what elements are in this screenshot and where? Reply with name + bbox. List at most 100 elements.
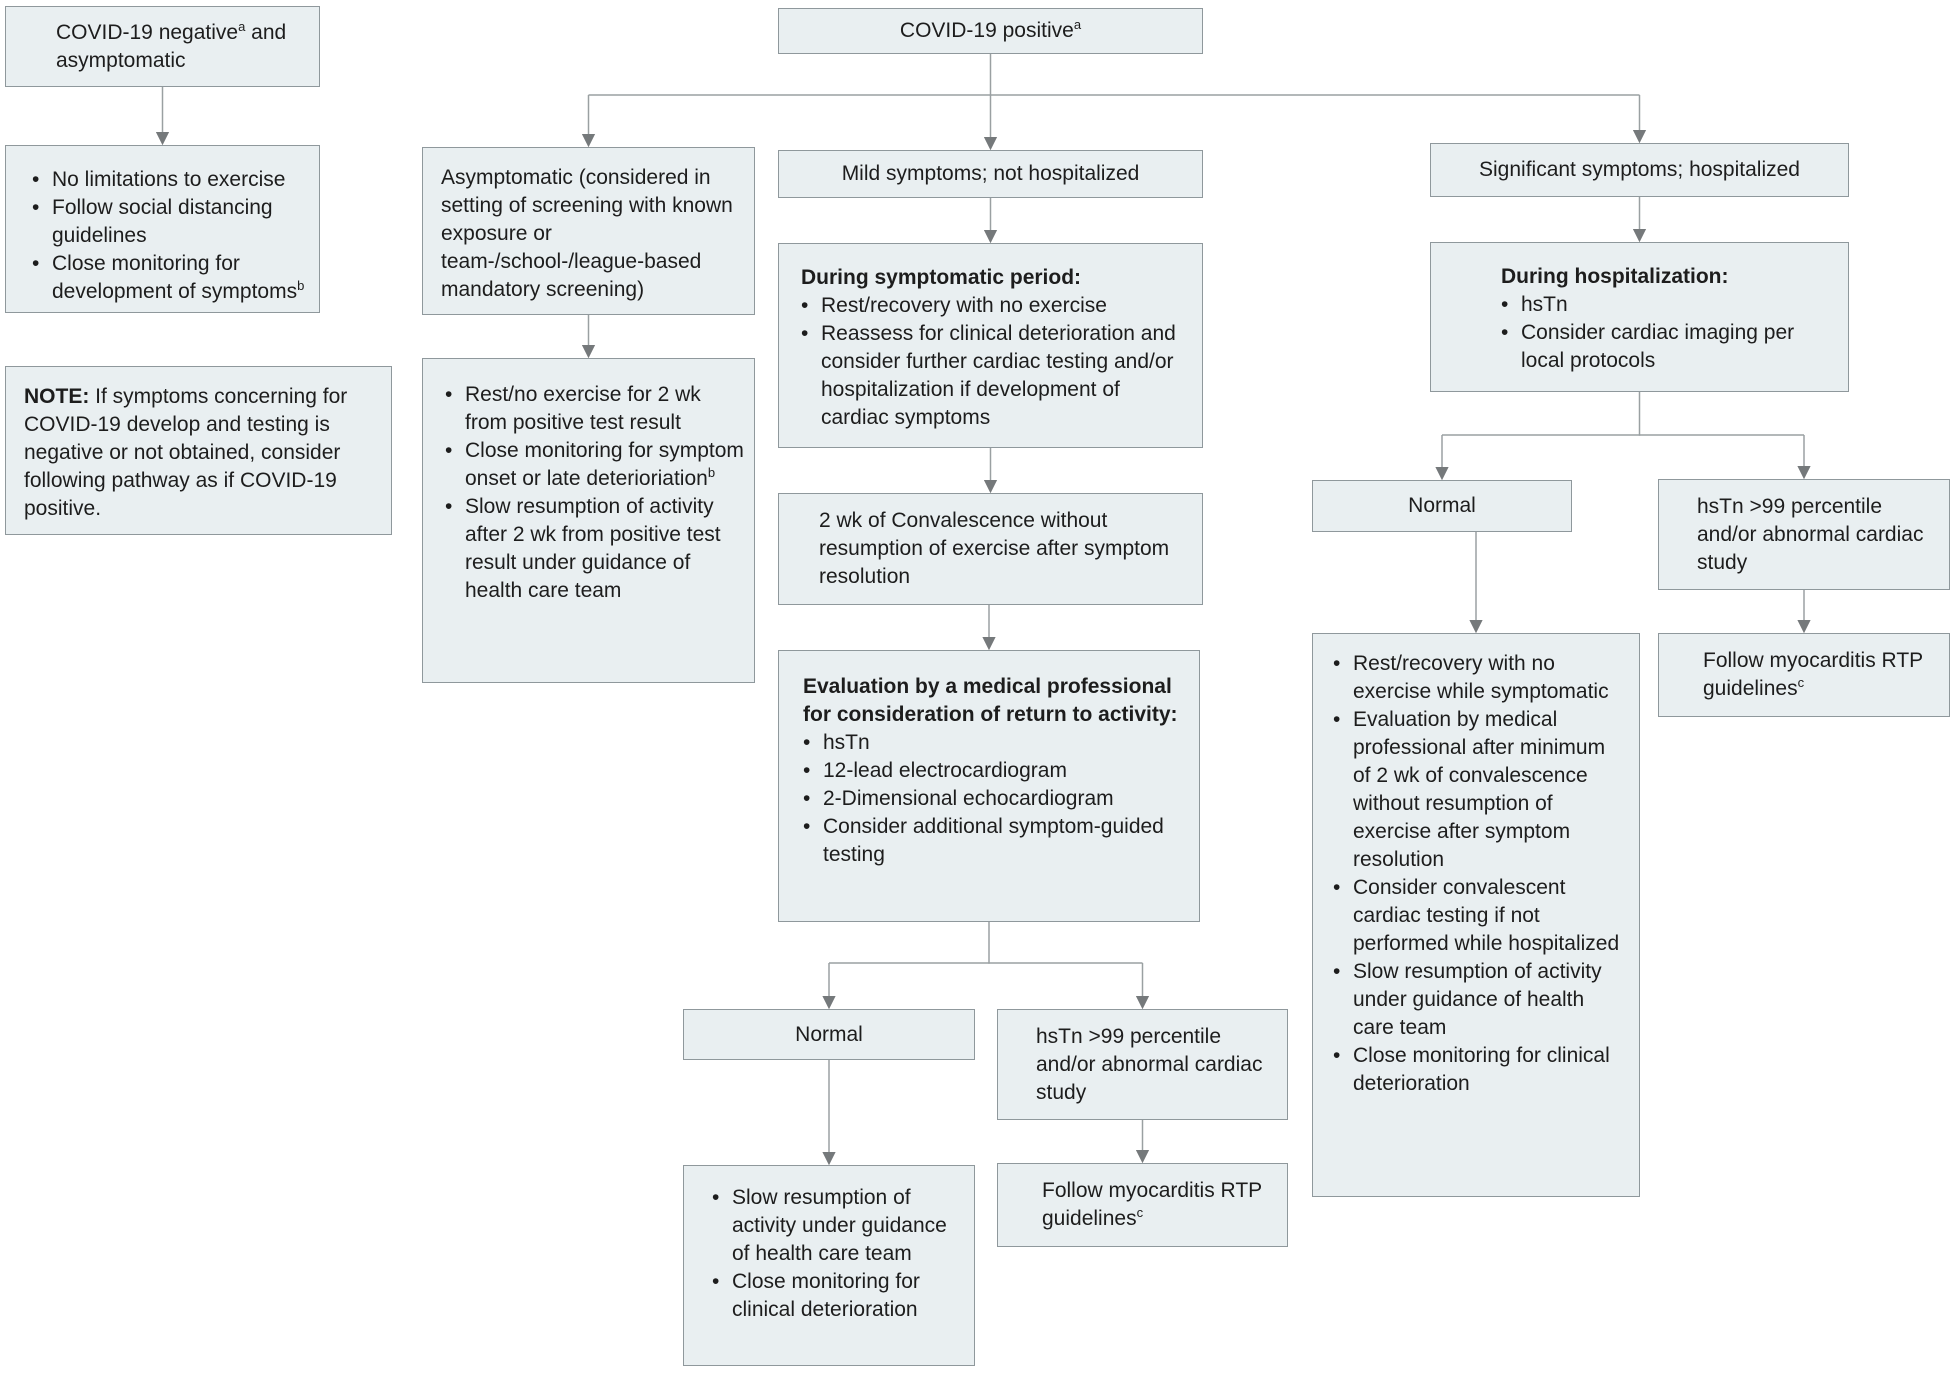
- text-run: Slow resumption of activity after 2 wk f…: [465, 495, 721, 602]
- significant-symptoms-header: Significant symptoms; hospitalized: [1430, 143, 1849, 197]
- evaluation-medical-professional: Evaluation by a medical professional for…: [778, 650, 1200, 922]
- bullet-text: hsTn: [823, 729, 1187, 757]
- text-run: b: [297, 278, 305, 293]
- bullet-text: Consider cardiac imaging per local proto…: [1521, 319, 1836, 375]
- bullet-item: •Rest/recovery with no exercise while sy…: [1333, 650, 1625, 706]
- normal-right: Normal: [1312, 480, 1572, 532]
- text-run: hsTn >99 percentile and/or abnormal card…: [1036, 1024, 1263, 1104]
- bullet-text: Rest/no exercise for 2 wk from positive …: [465, 381, 746, 437]
- text-run: c: [1136, 1205, 1144, 1220]
- text-run: During hospitalization:: [1501, 265, 1729, 288]
- text-run: Slow resumption of activity under guidan…: [1353, 960, 1602, 1039]
- bullet-glyph: •: [1333, 1044, 1341, 1067]
- bullet-text: Rest/recovery with no exercise: [821, 292, 1190, 320]
- significant-symptoms-header-text: Significant symptoms; hospitalized: [1479, 156, 1800, 184]
- text-run: Rest/recovery with no exercise while sym…: [1353, 652, 1609, 703]
- bullet-glyph: •: [445, 495, 453, 518]
- bullet-glyph: •: [712, 1270, 720, 1293]
- bullet-glyph: •: [801, 322, 809, 345]
- text-run: Close monitoring for clinical deteriorat…: [1353, 1044, 1610, 1095]
- bullet-text: Consider additional symptom-guided testi…: [823, 813, 1187, 869]
- text-run: Normal: [1408, 494, 1476, 517]
- normal-mid-text: Normal: [795, 1021, 863, 1049]
- text-run: No limitations to exercise: [52, 168, 286, 191]
- bullet-glyph: •: [445, 439, 453, 462]
- bullet-text: Consider convalescent cardiac testing if…: [1353, 874, 1625, 958]
- bullet-glyph: •: [1333, 960, 1341, 983]
- bullet-item: •Rest/recovery with no exercise: [801, 292, 1190, 320]
- bullet-item: • Close monitoring for clinical deteriora…: [712, 1268, 950, 1324]
- text-run: hsTn: [1521, 293, 1568, 316]
- negative-recommendations: •No limitations to exercise•Follow socia…: [5, 145, 320, 313]
- text-run: Asymptomatic (considered in setting of s…: [441, 166, 733, 301]
- covid-negative-header: COVID-19 negativea and asymptomatic: [5, 6, 320, 87]
- bullet-text: Close monitoring for development of symp…: [52, 250, 309, 306]
- text-run: Close monitoring for clinical deteriorat…: [732, 1270, 920, 1321]
- hstn-abnormal-right-text: hsTn >99 percentile and/or abnormal card…: [1697, 493, 1941, 577]
- bullet-item: • Reassess for clinical deterioration and…: [801, 320, 1190, 432]
- text-run: Consider additional symptom-guided testi…: [823, 815, 1164, 866]
- bullet-item: •Slow resumption of activity under guida…: [712, 1184, 950, 1268]
- text-run: Consider convalescent cardiac testing if…: [1353, 876, 1620, 955]
- bullet-text: Reassess for clinical deterioration and …: [821, 320, 1190, 432]
- bullet-item: •No limitations to exercise: [32, 166, 309, 194]
- bullet-text: Close monitoring for symptom onset or la…: [465, 437, 746, 493]
- text-run: COVID-19 negative: [56, 21, 239, 44]
- bullet-item: • Slow resumption of activity under guida…: [1333, 958, 1625, 1042]
- bullet-item: • Close monitoring for symptom onset or l…: [445, 437, 746, 493]
- mild-symptoms-header: Mild symptoms; not hospitalized: [778, 150, 1203, 198]
- follow-myocarditis-mid: Follow myocarditis RTP guidelinesc: [997, 1163, 1288, 1247]
- covid-positive-header-text: COVID-19 positivea: [900, 17, 1081, 45]
- hstn-abnormal-mid-text: hsTn >99 percentile and/or abnormal card…: [1036, 1023, 1279, 1107]
- normal-right-text: Normal: [1408, 492, 1476, 520]
- text-run: COVID-19 positive: [899, 19, 1074, 42]
- bullet-item: •Rest/no exercise for 2 wk from positive…: [445, 381, 746, 437]
- text-run: and asymptomatic: [56, 21, 287, 72]
- text-run: NOTE:: [24, 385, 90, 408]
- mild-symptoms-header-text: Mild symptoms; not hospitalized: [842, 160, 1140, 188]
- hstn-abnormal-mid: hsTn >99 percentile and/or abnormal card…: [997, 1009, 1288, 1120]
- asymptomatic-screening: Asymptomatic (considered in setting of s…: [422, 147, 755, 315]
- bullet-glyph: •: [32, 252, 40, 275]
- text-run: Evaluation by a medical professional for…: [803, 675, 1178, 726]
- text-run: Rest/recovery with no exercise: [821, 294, 1107, 317]
- text-run: Follow myocarditis RTP guidelines: [1042, 1179, 1262, 1230]
- normal-mid-recommendations: • Slow resumption of activity under guida…: [683, 1165, 975, 1366]
- bullet-text: Evaluation by medical professional after…: [1353, 706, 1625, 874]
- note-box: NOTE: If symptoms concerning for COVID-1…: [5, 366, 392, 535]
- text-run: Normal: [795, 1022, 863, 1046]
- text-run: Significant symptoms; hospitalized: [1479, 158, 1800, 181]
- bullet-text: Close monitoring for clinical deteriorat…: [1353, 1042, 1625, 1098]
- text-run: b: [707, 465, 716, 480]
- asymptomatic-screening-text: Asymptomatic (considered in setting of s…: [441, 164, 740, 304]
- bullet-text: hsTn: [1521, 291, 1836, 319]
- text-run: 2 wk of Convalescence without resumption…: [819, 509, 1170, 588]
- bullet-text: Slow resumption of activity under guidan…: [1353, 958, 1625, 1042]
- text-run: During symptomatic period:: [801, 266, 1082, 289]
- bullet-glyph: •: [1501, 293, 1509, 316]
- text-run: Consider cardiac imaging per local proto…: [1521, 321, 1795, 372]
- follow-myocarditis-right: Follow myocarditis RTP guidelinesc: [1658, 633, 1950, 717]
- hstn-abnormal-right: hsTn >99 percentile and/or abnormal card…: [1658, 479, 1950, 590]
- bullet-item: • Consider convalescent cardiac testing i…: [1333, 874, 1625, 958]
- text-run: 2-Dimensional echocardiogram: [823, 787, 1114, 810]
- bullet-text: No limitations to exercise: [52, 166, 309, 194]
- bullet-glyph: •: [1333, 876, 1341, 899]
- during-symptomatic-period-heading: During symptomatic period:: [801, 264, 1190, 292]
- bullet-item: • hsTn: [803, 729, 1187, 757]
- bullet-glyph: •: [32, 196, 40, 219]
- bullet-item: •12-lead electrocardiogram: [803, 757, 1187, 785]
- bullet-text: 12-lead electrocardiogram: [823, 757, 1187, 785]
- bullet-item: •Consider additional symptom-guided test…: [803, 813, 1187, 869]
- text-run: 12-lead electrocardiogram: [823, 759, 1067, 782]
- normal-right-recommendations: • Rest/recovery with no exercise while sy…: [1312, 633, 1640, 1197]
- bullet-glyph: •: [803, 731, 811, 754]
- during-hospitalization-heading: During hospitalization:: [1501, 263, 1836, 291]
- evaluation-medical-professional-heading: Evaluation by a medical professional for…: [803, 673, 1187, 729]
- covid-negative-header-text: COVID-19 negativea and asymptomatic: [56, 19, 307, 75]
- text-run: Reassess for clinical deterioration and …: [821, 322, 1176, 429]
- bullet-glyph: •: [803, 787, 811, 810]
- bullet-text: Rest/recovery with no exercise while sym…: [1353, 650, 1625, 706]
- bullet-text: Slow resumption of activity under guidan…: [732, 1184, 950, 1268]
